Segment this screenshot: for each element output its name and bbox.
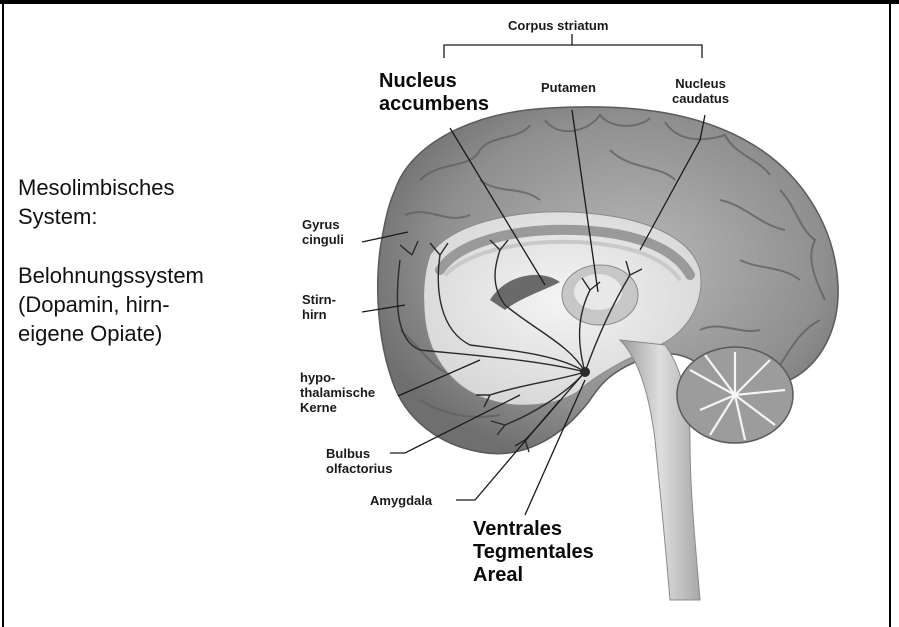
- label-nucleus-caudatus: Nucleus caudatus: [672, 76, 729, 106]
- label-bulbus-olfactorius: Bulbus olfactorius: [326, 446, 392, 476]
- label-hypothalamische-line2: thalamische: [300, 385, 375, 400]
- label-gyrus-cinguli: Gyrus cinguli: [302, 217, 344, 247]
- label-hypothalamische-line3: Kerne: [300, 400, 375, 415]
- label-vta-line3: Areal: [473, 564, 594, 587]
- label-bulbus-line2: olfactorius: [326, 461, 392, 476]
- label-bulbus-line1: Bulbus: [326, 446, 392, 461]
- label-amygdala: Amygdala: [370, 493, 432, 508]
- label-gyrus-cinguli-line2: cinguli: [302, 232, 344, 247]
- label-vta-line2: Tegmentales: [473, 541, 594, 564]
- label-vta-line1: Ventrales: [473, 518, 594, 541]
- label-nucleus-caudatus-line1: Nucleus: [672, 76, 729, 91]
- label-nucleus-accumbens-line1: Nucleus: [379, 70, 489, 93]
- label-nucleus-caudatus-line2: caudatus: [672, 91, 729, 106]
- label-stirnhirn: Stirn- hirn: [302, 292, 336, 322]
- cerebellum: [677, 347, 793, 443]
- label-nucleus-accumbens: Nucleus accumbens: [379, 70, 489, 116]
- label-hypothalamische-kerne: hypo- thalamische Kerne: [300, 370, 375, 415]
- label-hypothalamische-line1: hypo-: [300, 370, 375, 385]
- label-gyrus-cinguli-line1: Gyrus: [302, 217, 344, 232]
- label-stirnhirn-line1: Stirn-: [302, 292, 336, 307]
- label-nucleus-accumbens-line2: accumbens: [379, 93, 489, 116]
- label-ventrales-tegmentales-areal: Ventrales Tegmentales Areal: [473, 518, 594, 587]
- label-corpus-striatum: Corpus striatum: [508, 18, 608, 33]
- label-putamen: Putamen: [541, 80, 596, 95]
- vta-origin: [580, 367, 590, 377]
- label-stirnhirn-line2: hirn: [302, 307, 336, 322]
